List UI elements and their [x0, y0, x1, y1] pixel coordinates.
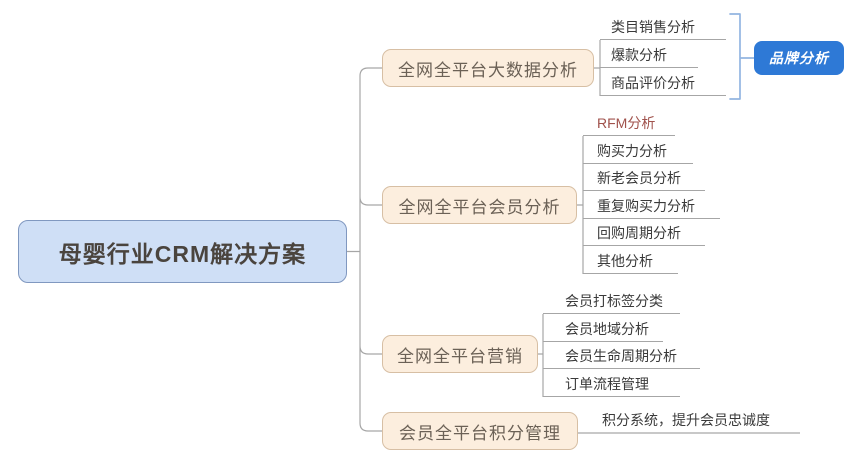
branch-topic-big-data-analysis[interactable]: 全网全平台大数据分析 — [382, 49, 594, 87]
subtopic-repeat-purchasing-power-analysis[interactable]: 重复购买力分析 — [583, 196, 720, 219]
subtopic-category-sales-analysis[interactable]: 类目销售分析 — [600, 17, 726, 40]
subtopic-rfm-analysis[interactable]: RFM分析 — [583, 113, 675, 136]
subtopic-member-tagging-classification[interactable]: 会员打标签分类 — [543, 291, 680, 314]
subtopic-other-analysis[interactable]: 其他分析 — [583, 251, 678, 274]
subtopic-product-review-analysis[interactable]: 商品评价分析 — [600, 73, 726, 96]
branch-topic-points-management[interactable]: 会员全平台积分管理 — [382, 412, 578, 450]
subtopic-repurchase-cycle-analysis[interactable]: 回购周期分析 — [583, 223, 705, 246]
subtopic-points-system-loyalty[interactable]: 积分系统，提升会员忠诚度 — [602, 412, 770, 428]
root-connector — [347, 67, 382, 432]
subtopic-member-lifecycle-analysis[interactable]: 会员生命周期分析 — [543, 346, 700, 369]
subtopic-member-region-analysis[interactable]: 会员地域分析 — [543, 319, 663, 342]
branch-child-connectors — [538, 40, 800, 434]
subtopic-purchasing-power-analysis[interactable]: 购买力分析 — [583, 141, 693, 164]
callout-brand-analysis[interactable]: 品牌分析 — [754, 41, 844, 75]
summary-bracket — [729, 13, 755, 100]
subtopic-new-old-member-analysis[interactable]: 新老会员分析 — [583, 168, 705, 191]
branch-topic-marketing[interactable]: 全网全平台营销 — [382, 335, 538, 373]
subtopic-order-process-management[interactable]: 订单流程管理 — [543, 374, 680, 397]
root-topic[interactable]: 母婴行业CRM解决方案 — [18, 220, 347, 283]
branch-topic-member-analysis[interactable]: 全网全平台会员分析 — [382, 186, 577, 224]
subtopic-hot-item-analysis[interactable]: 爆款分析 — [600, 45, 698, 68]
